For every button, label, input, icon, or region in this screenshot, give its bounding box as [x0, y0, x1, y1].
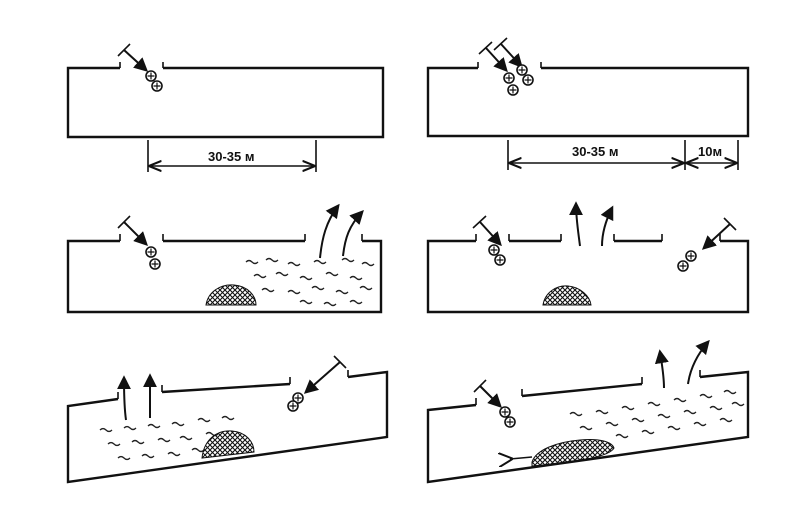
panel-middle-left: [66, 203, 383, 314]
air-inlet-fan-icon-right: [677, 217, 737, 272]
gas-cloud-waves: [99, 415, 235, 461]
room-outline: [66, 239, 383, 314]
room-outline: [426, 239, 750, 314]
air-outlet-arrows: [117, 373, 157, 421]
air-inlet-fan-icon: [117, 215, 161, 270]
explosive-charge-pile: [542, 285, 592, 306]
panel-bottom-right: [426, 339, 750, 484]
dimension-label-extra: 10м: [698, 144, 722, 159]
air-outlet-arrows: [319, 203, 364, 259]
panel-bottom-left: [66, 355, 389, 484]
explosive-charge-pile: [205, 284, 257, 306]
drift-direction-arrow: [510, 457, 533, 459]
panel-middle-right: [426, 201, 750, 314]
gas-cloud-waves: [245, 257, 375, 307]
panel-top-right: 30-35 м 10м: [426, 37, 750, 170]
air-inlet-fan-icon: [117, 43, 163, 92]
panel-top-left: 30-35 м: [66, 43, 385, 172]
air-inlet-fan-icon: [473, 379, 516, 428]
explosive-charge-pile: [531, 439, 615, 467]
air-inlet-fan-icon: [478, 37, 534, 96]
room-outline: [426, 370, 750, 484]
dimension-label: 30-35 м: [208, 149, 254, 164]
dimension-line: [507, 140, 739, 170]
room-outline: [426, 66, 750, 138]
explosive-charge-pile: [201, 430, 255, 459]
dimension-line: [147, 140, 317, 172]
room-outline: [66, 370, 389, 484]
air-inlet-fan-icon-left: [472, 215, 506, 266]
air-outlet-arrows: [654, 339, 710, 389]
dimension-label-main: 30-35 м: [572, 144, 618, 159]
room-outline: [66, 66, 385, 139]
air-inlet-fan-icon: [287, 355, 347, 412]
gas-cloud-waves: [569, 389, 745, 439]
air-outlet-arrows: [569, 201, 614, 247]
